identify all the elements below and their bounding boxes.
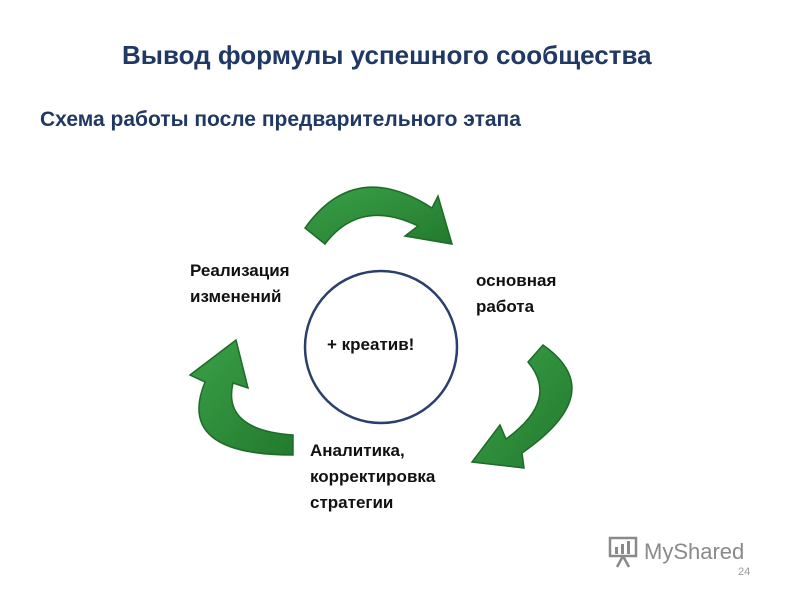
node-analytics-line3: стратегии — [310, 493, 394, 512]
top-cycle-arrow — [303, 186, 454, 246]
center-circle — [303, 269, 459, 425]
slide-subtitle: Схема работы после предварительного этап… — [40, 108, 521, 131]
node-implementation-label: Реализация изменений — [190, 258, 290, 310]
node-main-work-line2: работа — [476, 297, 535, 316]
right-cycle-arrow — [470, 344, 573, 469]
node-analytics-label: Аналитика, корректировка стратегии — [310, 438, 435, 516]
center-creative-label: + креатив! — [327, 335, 415, 354]
page-number: 24 — [738, 566, 751, 578]
node-main-work-label: основная работа — [476, 268, 556, 320]
node-implementation-line2: изменений — [190, 287, 282, 306]
left-cycle-arrow — [188, 338, 294, 456]
node-implementation-line1: Реализация — [190, 261, 290, 280]
presentation-board-icon — [608, 536, 638, 568]
watermark: MyShared — [608, 535, 744, 569]
node-main-work-line1: основная — [476, 271, 557, 290]
node-analytics-line1: Аналитика, — [310, 441, 405, 460]
slide-title: Вывод формулы успешного сообщества — [122, 40, 652, 70]
watermark-text: MyShared — [644, 539, 745, 564]
node-analytics-line2: корректировка — [310, 467, 436, 486]
